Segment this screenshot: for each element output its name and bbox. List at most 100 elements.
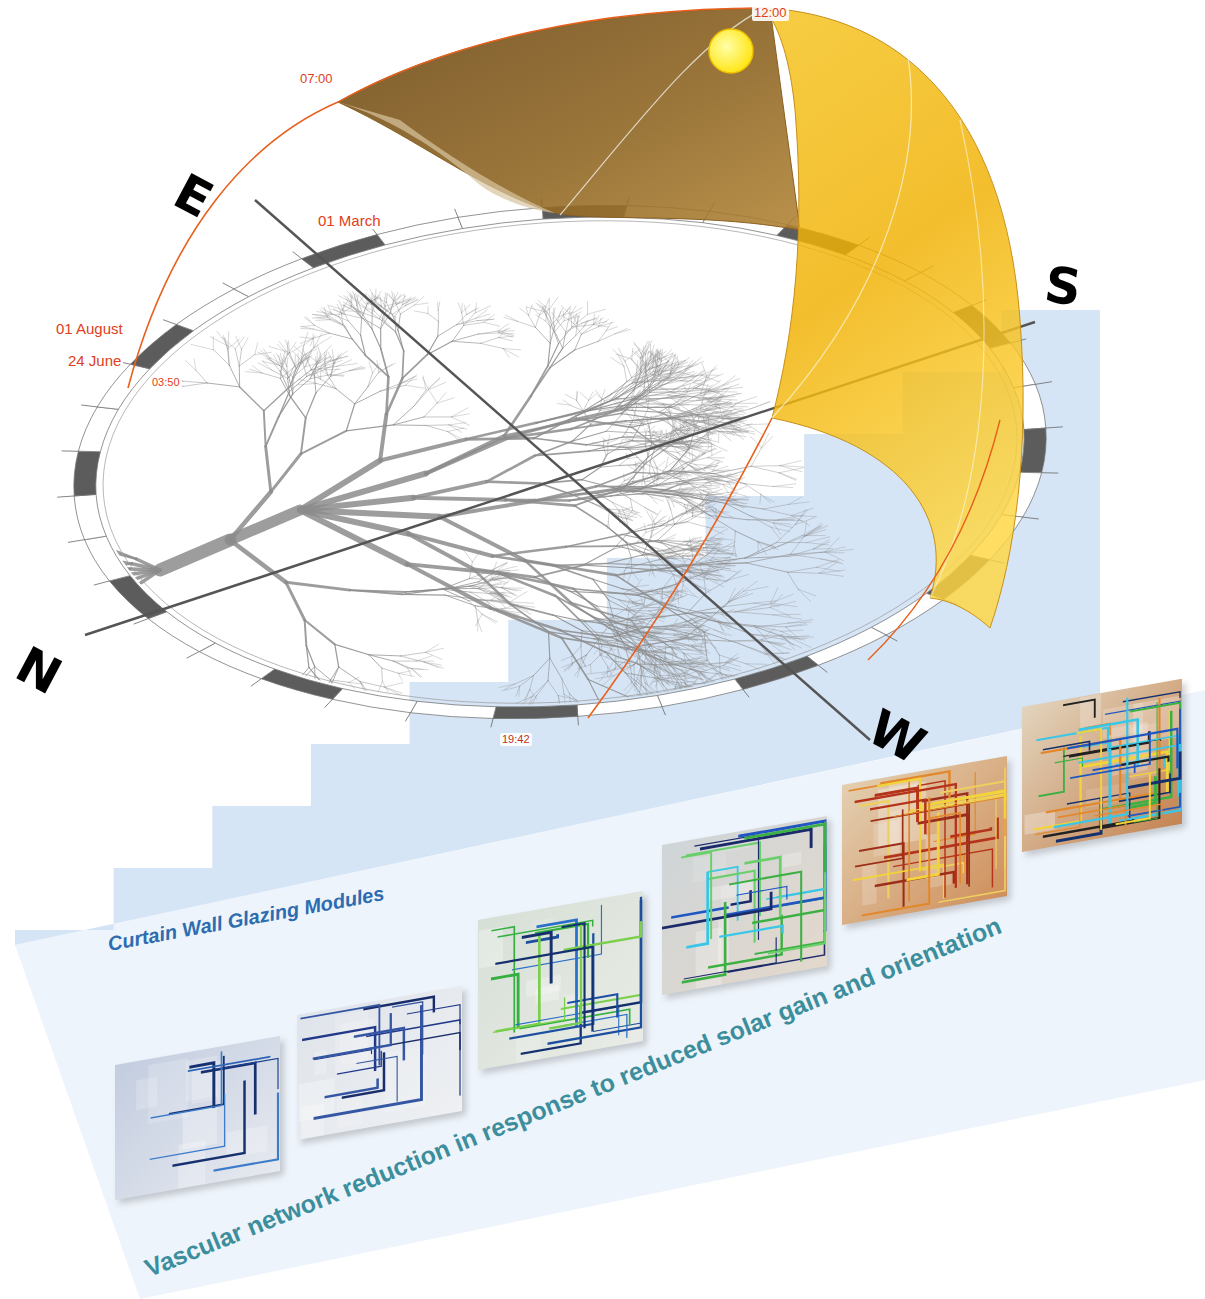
tree-branch <box>709 403 735 410</box>
tree-branch <box>697 399 711 401</box>
tree-branch <box>591 422 613 424</box>
tree-branch <box>723 409 734 417</box>
tree-branch <box>697 413 717 414</box>
tree-branch <box>743 587 768 592</box>
tree-branch <box>623 437 632 441</box>
tree-branch <box>788 567 817 572</box>
tree-branch <box>677 560 687 567</box>
tree-branch <box>672 409 701 418</box>
tree-branch <box>627 611 629 624</box>
tree-branch <box>626 435 632 441</box>
tree-branch <box>795 518 815 525</box>
tree-branch <box>657 486 672 488</box>
tree-branch <box>467 308 479 315</box>
tree-branch <box>632 348 633 359</box>
tree-branch <box>397 299 411 304</box>
tree-branch <box>347 291 356 300</box>
tree-branch <box>596 486 643 488</box>
tree-branch <box>608 447 620 454</box>
tree-branch <box>390 301 394 313</box>
tree-branch <box>748 425 762 434</box>
tree-branch <box>698 674 707 688</box>
tree-branch <box>652 565 686 566</box>
tree-branch <box>677 477 705 482</box>
tree-branch <box>368 311 380 319</box>
tree-branch <box>499 328 507 337</box>
tree-branch <box>701 375 719 376</box>
tree-branch <box>505 315 517 321</box>
tree-branch <box>789 620 813 624</box>
tree-branch <box>475 314 489 318</box>
tree-branch <box>566 534 622 546</box>
tree-branch <box>773 615 802 619</box>
tree-branch <box>343 325 352 339</box>
tree-branch <box>339 310 342 317</box>
tree-branch <box>644 524 646 533</box>
tree-branch <box>571 314 572 327</box>
tree-branch <box>655 362 662 371</box>
tree-branch <box>701 492 708 503</box>
tree-branch <box>559 309 563 317</box>
tree-branch <box>569 496 611 501</box>
tree-branch <box>617 540 658 546</box>
tree-branch <box>701 501 721 503</box>
tree-branch <box>623 420 633 437</box>
tree-branch <box>710 515 736 531</box>
tree-branch <box>160 540 230 570</box>
tree-branch <box>458 303 461 313</box>
tree-branch <box>813 540 828 549</box>
tree-branch <box>677 372 695 376</box>
tree-branch <box>613 349 625 361</box>
tree-branch <box>690 468 704 472</box>
tree-branch <box>630 499 644 508</box>
tree-branch <box>705 463 720 468</box>
tree-branch <box>566 323 582 332</box>
tree-branch <box>806 537 829 543</box>
tree-branch <box>659 430 662 438</box>
tree-branch <box>651 497 657 504</box>
tree-branch <box>356 300 358 313</box>
tree-branch <box>624 680 634 691</box>
tree-branch <box>720 409 751 417</box>
tree-branch <box>637 579 642 586</box>
tree-branch <box>770 601 796 607</box>
tree-branch <box>788 552 821 556</box>
tree-branch <box>687 454 703 462</box>
tree-branch <box>646 398 648 408</box>
tree-branch <box>724 603 754 607</box>
tree-branch <box>707 495 729 501</box>
tree-branch <box>583 400 588 410</box>
tree-branch <box>361 318 362 335</box>
tree-branch <box>724 591 743 606</box>
tree-branch <box>692 512 706 516</box>
tree-branch <box>575 506 607 526</box>
tree-branch <box>576 392 578 400</box>
tree-branch <box>645 435 647 445</box>
tree-branch <box>751 402 770 409</box>
tree-branch <box>661 354 675 361</box>
tree-branch <box>633 457 648 472</box>
tree-branch <box>613 542 638 549</box>
tree-branch <box>751 465 780 467</box>
tree-branch <box>632 378 662 383</box>
tree-branch <box>733 427 751 431</box>
tree-branch <box>339 296 351 302</box>
tree-branch <box>385 293 386 303</box>
tree-branch <box>402 355 427 379</box>
tree-branch <box>707 395 716 401</box>
tree-branch <box>788 572 798 589</box>
tree-branch <box>689 483 703 491</box>
tree-branch <box>414 303 428 305</box>
tree-branch <box>727 433 746 436</box>
tree-branch <box>661 542 675 548</box>
tree-branch <box>684 503 702 514</box>
tree-branch <box>727 432 747 433</box>
tree-branch <box>300 510 408 534</box>
tree-branch <box>475 303 476 313</box>
tree-branch <box>693 453 706 461</box>
tree-branch <box>394 292 399 300</box>
tree-branch <box>559 327 572 344</box>
tree-branch <box>390 301 393 313</box>
tree-branch <box>552 312 558 321</box>
tree-branch <box>526 307 543 311</box>
